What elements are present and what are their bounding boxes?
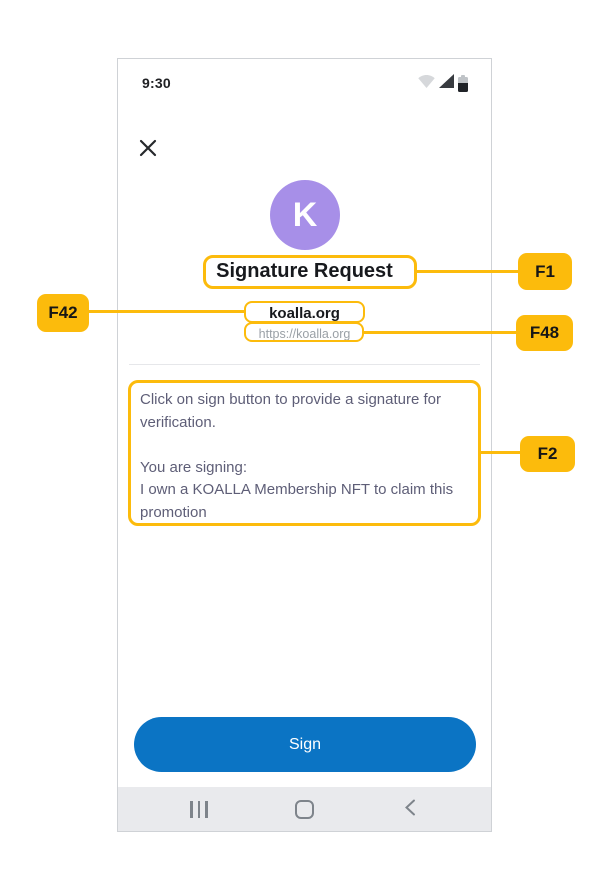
annotation-line-f2 (480, 451, 522, 454)
divider (129, 364, 480, 365)
annotation-badge-f2: F2 (520, 436, 575, 472)
signing-message: Click on sign button to provide a signat… (140, 391, 454, 521)
avatar: K (270, 180, 340, 250)
site-url: https://koalla.org (258, 327, 351, 341)
wifi-icon (418, 74, 435, 93)
annotation-line-f48 (363, 331, 518, 334)
battery-icon (458, 74, 468, 92)
avatar-letter: K (292, 195, 318, 234)
android-nav-bar (118, 787, 491, 831)
recents-icon (190, 800, 208, 818)
close-button[interactable] (135, 136, 161, 162)
page-title: Signature Request (216, 260, 393, 282)
close-icon (138, 138, 158, 161)
recents-button[interactable] (184, 794, 214, 824)
annotation-line-f1 (416, 270, 519, 273)
status-bar: 9:30 (118, 59, 491, 107)
status-icons (418, 73, 468, 93)
home-button[interactable] (290, 794, 320, 824)
annotation-badge-f42: F42 (37, 294, 89, 332)
site-domain: koalla.org (269, 305, 340, 322)
annotation-box-message (128, 380, 481, 526)
sign-button[interactable]: Sign (134, 717, 476, 772)
cell-signal-icon (439, 73, 454, 93)
annotation-line-f42 (88, 310, 246, 313)
home-icon (295, 799, 314, 819)
back-button[interactable] (395, 794, 425, 824)
phone-frame: 9:30 K Signature Request koalla.org http… (117, 58, 492, 832)
annotation-badge-f48: F48 (516, 315, 573, 351)
annotation-badge-f1: F1 (518, 253, 572, 290)
annotation-box-domain (244, 301, 365, 323)
back-icon (404, 799, 416, 819)
status-time: 9:30 (142, 75, 171, 91)
annotation-box-url (244, 322, 364, 342)
annotation-box-title (203, 255, 417, 289)
